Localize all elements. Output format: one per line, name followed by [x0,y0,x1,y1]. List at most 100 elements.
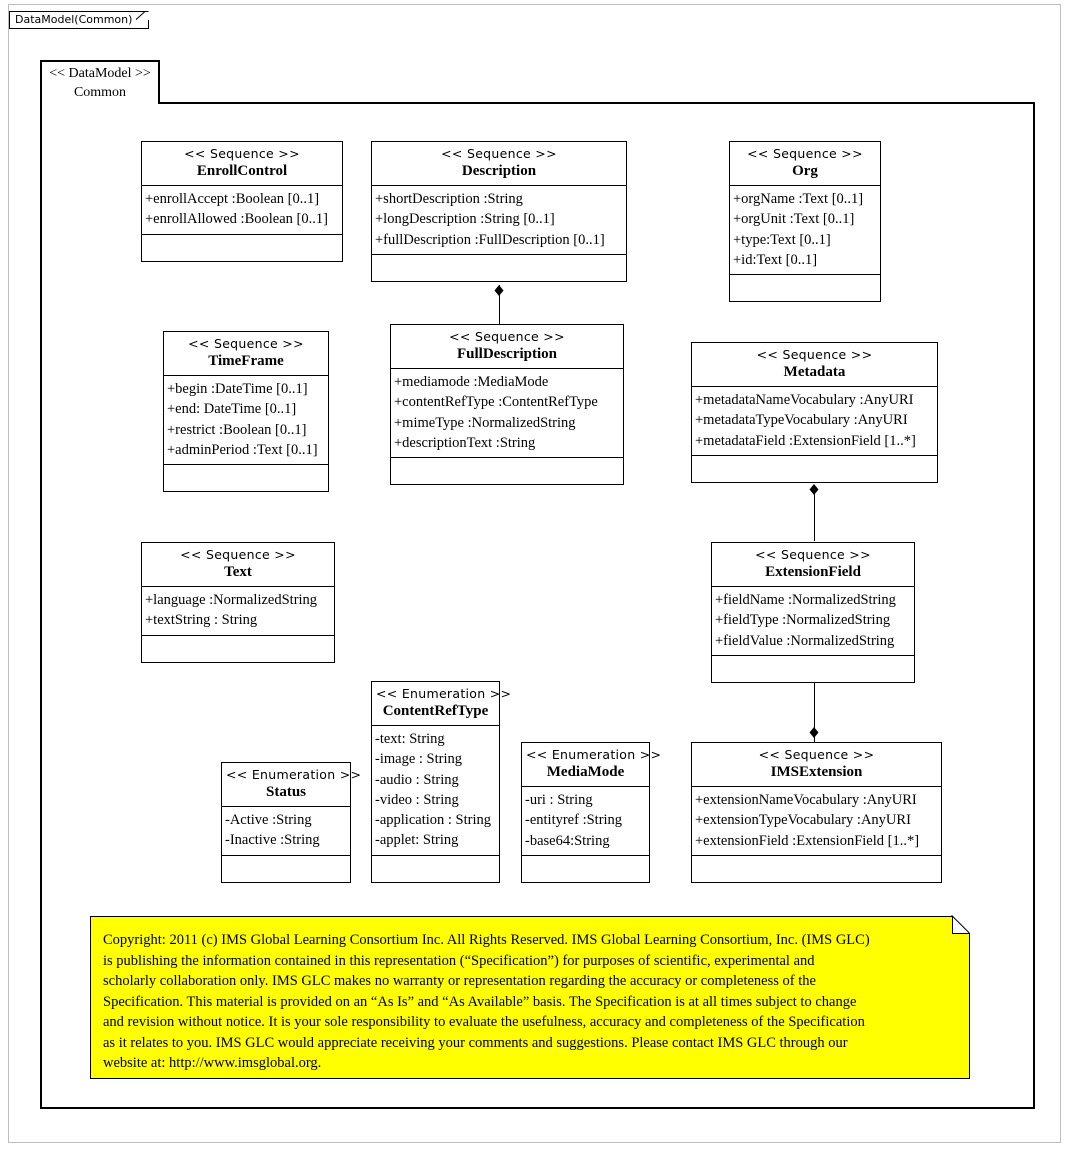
copyright-note: Copyright: 2011 (c) IMS Global Learning … [90,916,970,1079]
attribute-row: -uri : String [525,792,593,808]
class-name: ContentRefType [382,703,489,719]
class-stereotype: << Enumeration >> [526,747,662,762]
class-extensionfield[interactable]: << Sequence >> ExtensionField +fieldName… [711,542,915,683]
class-fulldescription[interactable]: << Sequence >> FullDescription +mediamod… [390,324,624,486]
class-text[interactable]: << Sequence >> Text +language :Normalize… [141,542,335,663]
class-stereotype: << Sequence >> [758,747,875,762]
attribute-row: +mimeType :NormalizedString [394,414,576,431]
class-operations [522,856,649,882]
class-name: Description [461,163,537,179]
attribute-row: +end: DateTime [0..1] [167,401,297,418]
class-org[interactable]: << Sequence >> Org +orgName :Text [0..1]… [729,141,881,303]
class-name: FullDescription [457,346,557,362]
class-header: << Sequence >> Org [730,142,880,186]
class-attributes: +language :NormalizedString +textString … [142,587,334,636]
attribute-row: +metadataTypeVocabulary :AnyURI [695,412,908,429]
connector-description-fulldescription [499,285,500,326]
class-operations [391,458,623,484]
attribute-row: +language :NormalizedString [145,592,318,608]
class-header: << Enumeration >> MediaMode [522,743,662,787]
class-stereotype: << Sequence >> [755,547,871,562]
class-attributes: +extensionNameVocabulary :AnyURI +extens… [692,787,941,856]
package-stereotype: << DataModel >> [49,66,151,81]
attribute-row: +fieldValue :NormalizedString [715,632,895,649]
class-operations [692,856,941,882]
class-header: << Enumeration >> ContentRefType [372,682,512,726]
note-line: Copyright: 2011 (c) IMS Global Learning … [103,932,870,948]
attribute-row: -text: String [375,731,445,747]
enum-status[interactable]: << Enumeration >> Status -Active :String… [221,762,361,883]
attribute-row: +metadataField :ExtensionField [1..*] [695,432,916,449]
class-stereotype: << Sequence >> [180,547,296,562]
attribute-row: +fieldName :NormalizedString [715,592,896,608]
class-header: << Sequence >> Description [372,142,626,186]
attribute-row: +metadataNameVocabulary :AnyURI [695,392,914,408]
page-border [8,4,1061,1143]
class-stereotype: << Sequence >> [188,336,304,351]
class-header: << Sequence >> Metadata [692,343,937,387]
connector-metadata-extensionfield [814,485,815,541]
class-attributes: -Active :String -Inactive :String [222,807,350,856]
connector-extensionfield-imsextension [814,683,815,743]
class-stereotype: << Sequence >> [747,146,863,161]
class-metadata[interactable]: << Sequence >> Metadata +metadataNameVoc… [691,342,938,483]
attribute-row: +extensionNameVocabulary :AnyURI [695,792,917,808]
attribute-row: +enrollAllowed :Boolean [0..1] [145,211,328,228]
attribute-row: +enrollAccept :Boolean [0..1] [145,191,320,207]
class-attributes: +begin :DateTime [0..1] +end: DateTime [… [164,376,328,466]
attribute-row: +mediamode :MediaMode [394,374,549,390]
note-line: is publishing the information contained … [103,952,815,969]
class-name: Metadata [783,364,846,380]
attribute-row: +orgUnit :Text [0..1] [733,211,855,228]
class-header: << Enumeration >> Status [222,763,361,807]
attribute-row: -base64:String [525,832,610,849]
attribute-row: +shortDescription :String [375,191,523,207]
class-header: << Sequence >> Text [142,543,334,587]
attribute-row: +extensionField :ExtensionField [1..*] [695,832,920,849]
class-operations [372,856,499,882]
class-name: Status [265,784,306,800]
class-attributes: -text: String -image : String -audio : S… [372,726,499,856]
attribute-row: +orgName :Text [0..1] [733,191,864,207]
class-attributes: +enrollAccept :Boolean [0..1] +enrollAll… [142,186,342,235]
class-operations [222,856,350,882]
attribute-row: -entityref :String [525,812,623,829]
class-description[interactable]: << Sequence >> Description +shortDescrip… [371,141,627,282]
class-imsextension[interactable]: << Sequence >> IMSExtension +extensionNa… [691,742,942,883]
attribute-row: +id:Text [0..1] [733,251,818,268]
enum-contentreftype[interactable]: << Enumeration >> ContentRefType -text: … [371,681,512,883]
class-stereotype: << Enumeration >> [376,686,512,701]
attribute-row: +textString : String [145,612,258,629]
package-tab: << DataModel >> Common [40,60,160,104]
attribute-row: -application : String [375,812,491,829]
class-operations [142,636,334,662]
class-name: IMSExtension [770,764,863,780]
note-line: Specification. This material is provided… [103,993,857,1010]
class-timeframe[interactable]: << Sequence >> TimeFrame +begin :DateTim… [163,331,329,493]
class-attributes: +shortDescription :String +longDescripti… [372,186,626,255]
attribute-row: +longDescription :String [0..1] [375,211,555,228]
attribute-row: +type:Text [0..1] [733,231,831,248]
class-operations [712,656,914,682]
enum-mediamode[interactable]: << Enumeration >> MediaMode -uri : Strin… [521,742,662,883]
attribute-row: +extensionTypeVocabulary :AnyURI [695,812,911,829]
class-enrollcontrol[interactable]: << Sequence >> EnrollControl +enrollAcce… [141,141,343,262]
class-operations [372,255,626,281]
class-header: << Sequence >> EnrollControl [142,142,342,186]
attribute-row: -applet: String [375,832,459,849]
diagram-name-tab: DataModel(Common) [9,11,150,29]
class-stereotype: << Sequence >> [184,146,300,161]
attribute-row: -Active :String [225,812,312,828]
class-operations [164,465,328,491]
class-attributes: -uri : String -entityref :String -base64… [522,787,649,856]
class-name: ExtensionField [765,564,861,580]
class-attributes: +fieldName :NormalizedString +fieldType … [712,587,914,656]
attribute-row: +restrict :Boolean [0..1] [167,421,307,438]
copyright-note-text: Copyright: 2011 (c) IMS Global Learning … [103,930,959,1074]
tab-fold-icon [136,11,149,24]
attribute-row: -video : String [375,791,459,808]
note-line: as it relates to you. IMS GLC would appr… [103,1034,848,1051]
attribute-row: +fieldType :NormalizedString [715,612,891,629]
note-line: website at: http://www.imsglobal.org. [103,1055,322,1071]
